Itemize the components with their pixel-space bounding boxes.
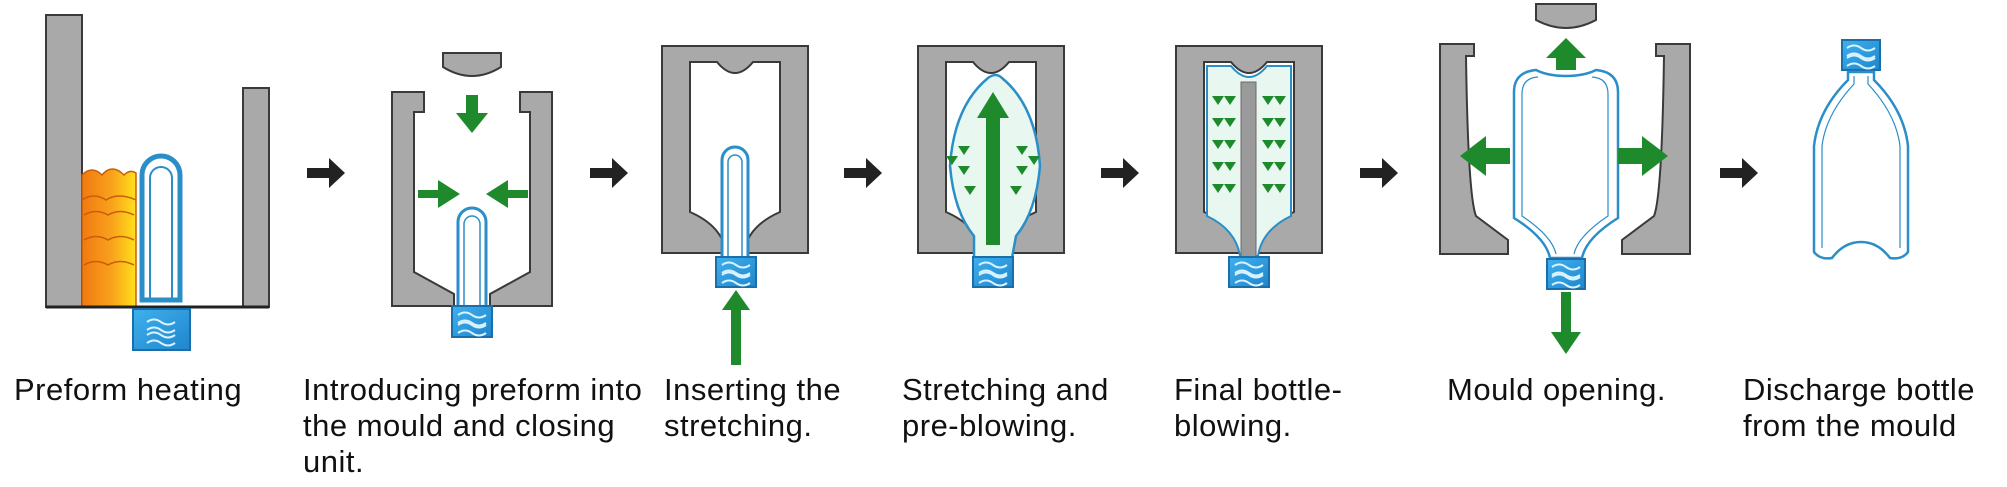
bottle-blown xyxy=(1512,68,1620,260)
label-line: Preform heating xyxy=(14,372,243,407)
label-line: from the mould xyxy=(1743,408,1957,443)
stretch-rod xyxy=(977,92,1009,245)
label-line: stretching. xyxy=(664,408,813,443)
preform-tube xyxy=(456,206,488,305)
arrow-up-icon xyxy=(1546,38,1586,70)
label-line: Mould opening. xyxy=(1447,372,1666,407)
label-line: the mould and closing xyxy=(303,408,616,443)
preform-tube xyxy=(720,145,750,256)
arrow-up-icon xyxy=(722,290,750,365)
arrow-right-icon xyxy=(418,180,460,208)
blow-nozzle xyxy=(1535,3,1597,29)
flow-arrow-3 xyxy=(844,158,882,188)
preform-tube xyxy=(139,153,183,303)
label-final-bottle-blowing: Final bottle- blowing. xyxy=(1174,372,1342,444)
label-line: Introducing preform into xyxy=(303,372,643,407)
step-final-bottle-blowing xyxy=(1175,45,1323,288)
label-stretching-preblowing: Stretching and pre-blowing. xyxy=(902,372,1109,444)
label-line: Final bottle- xyxy=(1174,372,1343,407)
heater-wall-right xyxy=(242,87,270,308)
flow-arrow-4 xyxy=(1101,158,1139,188)
label-line: blowing. xyxy=(1174,408,1292,443)
step-introducing-preform xyxy=(391,52,553,338)
label-inserting-stretching: Inserting the stretching. xyxy=(664,372,841,444)
mould-half-right xyxy=(1621,43,1691,255)
stretch-rod-head xyxy=(442,52,502,77)
heater-flame xyxy=(81,168,137,308)
stretch-rod xyxy=(1240,81,1257,258)
mould-half-left xyxy=(1439,43,1509,255)
step-inserting-stretching xyxy=(661,45,809,365)
arrow-left-icon xyxy=(486,180,528,208)
arrow-down-icon xyxy=(456,95,488,133)
mould-half-right xyxy=(489,91,553,307)
flow-arrow-6 xyxy=(1720,158,1758,188)
flow-arrow-2 xyxy=(590,158,628,188)
label-line: Inserting the xyxy=(664,372,842,407)
label-mould-opening: Mould opening. xyxy=(1447,372,1666,408)
label-introducing-preform: Introducing preform into the mould and c… xyxy=(303,372,642,480)
arrow-right-icon xyxy=(1618,136,1668,176)
step-mould-opening xyxy=(1439,3,1691,354)
label-preform-heating: Preform heating xyxy=(14,372,242,408)
mould-half-left xyxy=(391,91,455,307)
flow-arrow-1 xyxy=(307,158,345,188)
label-line: Discharge bottle xyxy=(1743,372,1976,407)
label-line: pre-blowing. xyxy=(902,408,1077,443)
label-line: unit. xyxy=(303,444,365,479)
arrow-left-icon xyxy=(1460,136,1510,176)
heater-wall-left xyxy=(45,14,83,308)
label-discharge-bottle: Discharge bottle from the mould xyxy=(1743,372,1975,444)
arrow-down-icon xyxy=(1551,292,1581,354)
step-discharge-bottle xyxy=(1812,39,1910,260)
label-line: Stretching and xyxy=(902,372,1109,407)
finished-bottle xyxy=(1812,70,1910,260)
mould-closed xyxy=(661,45,809,254)
step-preform-heating xyxy=(45,14,270,351)
step-stretching-preblowing xyxy=(917,45,1065,288)
flow-arrow-5 xyxy=(1360,158,1398,188)
